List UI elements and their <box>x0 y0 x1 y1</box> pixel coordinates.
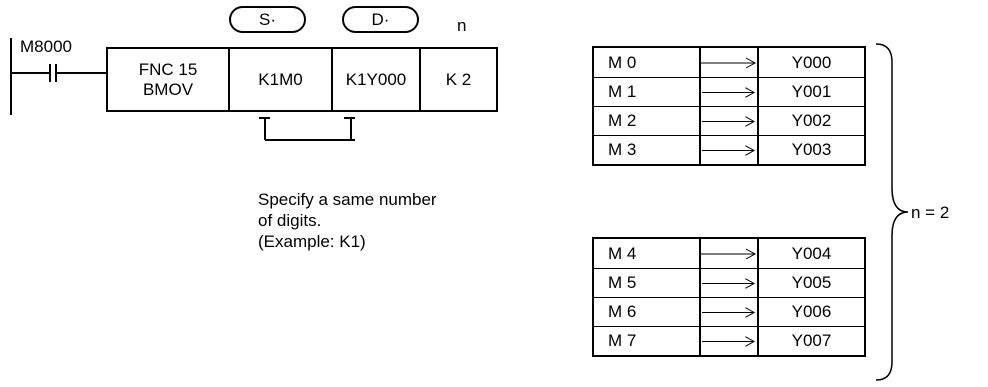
source-operand-header: S· <box>229 6 306 33</box>
source-device: M 5 <box>594 269 701 297</box>
dest-device: Y003 <box>757 136 864 164</box>
source-device: M 1 <box>594 78 701 106</box>
transfer-row: M 2 Y002 <box>594 106 864 135</box>
source-device: M 7 <box>594 327 701 355</box>
note-line: Specify a same number <box>258 190 437 209</box>
arrow-icon <box>701 57 757 69</box>
transfer-row: M 7 Y007 <box>594 326 864 355</box>
ladder-rung-lines <box>10 38 106 115</box>
instruction-mnemonic: BMOV <box>142 79 194 99</box>
source-operand-cell: K1M0 <box>258 69 303 89</box>
dest-device: Y000 <box>757 48 864 77</box>
source-device: M 4 <box>594 239 701 268</box>
transfer-row: M 1 Y001 <box>594 77 864 106</box>
transfer-row: M 0 Y000 <box>594 48 864 77</box>
source-device: M 2 <box>594 107 701 135</box>
arrow-icon <box>701 307 756 318</box>
n-brace <box>875 43 909 381</box>
dest-device: Y001 <box>757 78 864 106</box>
dest-device: Y005 <box>757 269 864 297</box>
contact-label: M8000 <box>20 37 72 56</box>
dest-operand-cell: K1Y000 <box>345 69 407 89</box>
transfer-group-1: M 0 Y000 M 1 Y001 M 2 Y002 M 3 Y003 <box>592 46 866 166</box>
dest-device: Y002 <box>757 107 864 135</box>
n-count-label: n = 2 <box>911 203 950 222</box>
arrow-icon <box>701 278 756 289</box>
arrow-icon <box>701 145 756 156</box>
source-device: M 0 <box>594 48 701 77</box>
arrow-icon <box>701 87 756 98</box>
transfer-row: M 5 Y005 <box>594 268 864 297</box>
dest-operand-header: D· <box>342 6 419 33</box>
transfer-row: M 4 Y004 <box>594 239 864 268</box>
n-header: n <box>457 16 467 35</box>
dest-device: Y006 <box>757 298 864 326</box>
arrow-icon <box>701 248 757 260</box>
dest-device: Y007 <box>757 327 864 355</box>
source-device: M 3 <box>594 136 701 164</box>
transfer-row: M 3 Y003 <box>594 135 864 164</box>
arrow-icon <box>701 336 756 347</box>
instruction-code: FNC 15 <box>138 59 198 79</box>
digit-note: Specify a same number of digits. (Exampl… <box>258 189 437 252</box>
instruction-name-cell: FNC 15 BMOV <box>108 49 228 110</box>
source-device: M 6 <box>594 298 701 326</box>
transfer-row: M 6 Y006 <box>594 297 864 326</box>
note-line: (Example: K1) <box>258 232 366 251</box>
instruction-box: FNC 15 BMOV K1M0 K1Y000 K 2 <box>106 47 498 112</box>
digit-match-bracket <box>259 117 355 141</box>
dest-device: Y004 <box>757 239 864 268</box>
arrow-icon <box>701 116 756 127</box>
note-line: of digits. <box>258 211 322 230</box>
n-operand-cell: K 2 <box>445 69 472 89</box>
transfer-group-2: M 4 Y004 M 5 Y005 M 6 Y006 M 7 Y007 <box>592 237 866 357</box>
